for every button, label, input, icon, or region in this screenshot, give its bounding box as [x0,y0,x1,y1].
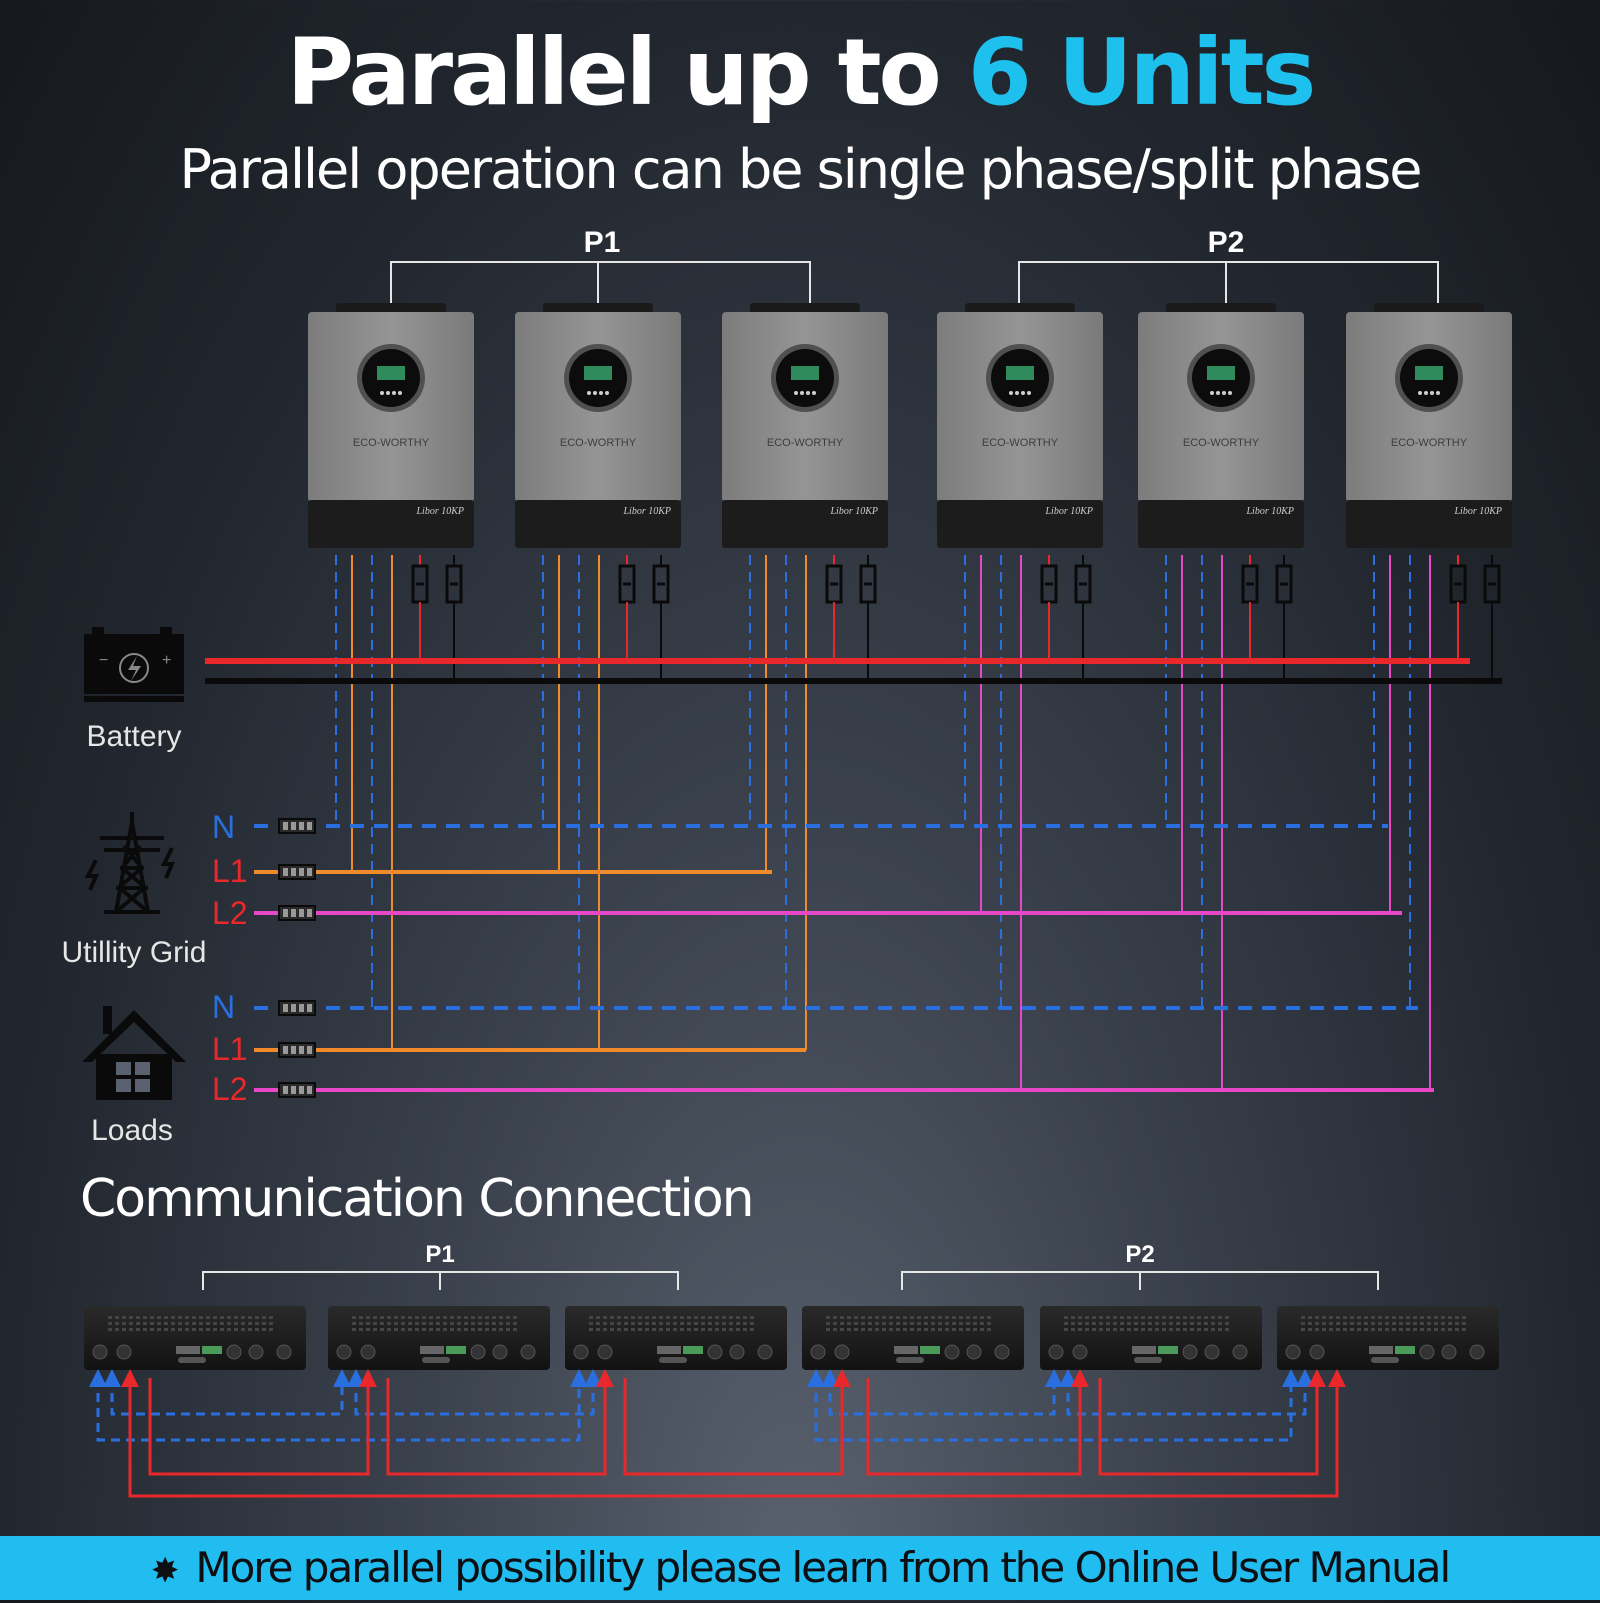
comm-group-label-p2: P2 [1125,1241,1154,1268]
svg-text:+: + [162,652,171,669]
inverter-model: Libor 10KP [1044,506,1093,517]
comm-cable-lines [89,1369,1346,1498]
wire-bundle [335,555,1501,1090]
breaker-icon [278,905,316,921]
inverter-model: Libor 10KP [415,506,464,517]
inverter-unit: ECO-WORTHY Libor 10KP [937,303,1103,548]
inverter-brand: ECO-WORTHY [1183,437,1260,449]
comm-bracket-p1 [202,1271,679,1290]
inverter-model: Libor 10KP [1245,506,1294,517]
title-main: Parallel up to [286,19,968,126]
footer-text: More parallel possibility please learn f… [195,1543,1451,1592]
inverter-model: Libor 10KP [1453,506,1502,517]
comm-cable [807,1369,1300,1442]
breaker-icon [278,818,316,834]
group-label-p2: P2 [1208,226,1245,259]
breaker-icon [278,1000,316,1016]
inverter-unit: ECO-WORTHY Libor 10KP [515,303,681,548]
breaker-icon [278,864,316,880]
comm-unit [1277,1306,1499,1370]
group-bracket-p2 [1018,261,1439,310]
gear-icon: ✸ [150,1551,179,1591]
group-bracket-p1 [390,261,811,310]
utility-grid-icon [84,812,176,914]
ac-bus-lines [254,818,1434,1098]
grid-l1-label: L1 [212,853,248,889]
comm-bracket-p2 [901,1271,1379,1290]
inverter-brand: ECO-WORTHY [767,437,844,449]
load-l1-label: L1 [212,1031,248,1067]
comm-cable [386,1369,614,1476]
utility-grid-label: Utillity Grid [61,936,206,969]
breaker-icon [278,1042,316,1058]
inverter-brand: ECO-WORTHY [560,437,637,449]
comm-unit [84,1306,306,1370]
comm-cable [89,1369,588,1442]
comm-unit [328,1306,550,1370]
comm-cable [866,1369,1089,1476]
comm-group-label-p1: P1 [425,1241,454,1268]
title-accent: 6 Units [967,19,1317,126]
grid-l2-label: L2 [212,895,248,931]
inverter-unit: ECO-WORTHY Libor 10KP [1346,303,1512,548]
comm-unit [565,1306,787,1370]
svg-text:−: − [99,652,108,669]
comm-cable [347,1369,602,1416]
group-label-p1: P1 [584,226,621,259]
battery-icon: − + [84,627,184,702]
inverter-unit: ECO-WORTHY Libor 10KP [722,303,888,548]
inverter-model: Libor 10KP [829,506,878,517]
comm-unit [1040,1306,1262,1370]
load-n-label: N [212,989,235,1025]
inverter-unit: ECO-WORTHY Libor 10KP [308,303,474,548]
battery-label: Battery [86,720,181,753]
comm-cable [623,1369,851,1476]
load-l2-label: L2 [212,1071,248,1107]
inverter-row: ECO-WORTHY Libor 10KP ECO-WORTHY Libor 10KP… [308,303,1512,548]
footer-banner: ✸ More parallel possibility please learn … [0,1536,1600,1600]
communication-title: Communication Connection [80,1169,753,1229]
inverter-brand: ECO-WORTHY [353,437,430,449]
comm-cable [103,1369,351,1416]
page-subtitle: Parallel operation can be single phase/s… [179,138,1422,201]
comm-cable [1059,1369,1314,1416]
inverter-brand: ECO-WORTHY [982,437,1059,449]
comm-cable [121,1369,1346,1498]
comm-unit-row [84,1306,1499,1370]
loads-label: Loads [91,1114,173,1147]
grid-n-label: N [212,809,235,845]
comm-cable [148,1369,377,1476]
comm-cable [1098,1369,1326,1476]
page-title: Parallel up to 6 Units [0,18,1600,128]
loads-house-icon [82,1006,186,1100]
inverter-brand: ECO-WORTHY [1391,437,1468,449]
comm-unit [802,1306,1024,1370]
comm-cable [821,1369,1063,1416]
inverter-model: Libor 10KP [622,506,671,517]
breaker-icon [278,1082,316,1098]
inverter-unit: ECO-WORTHY Libor 10KP [1138,303,1304,548]
